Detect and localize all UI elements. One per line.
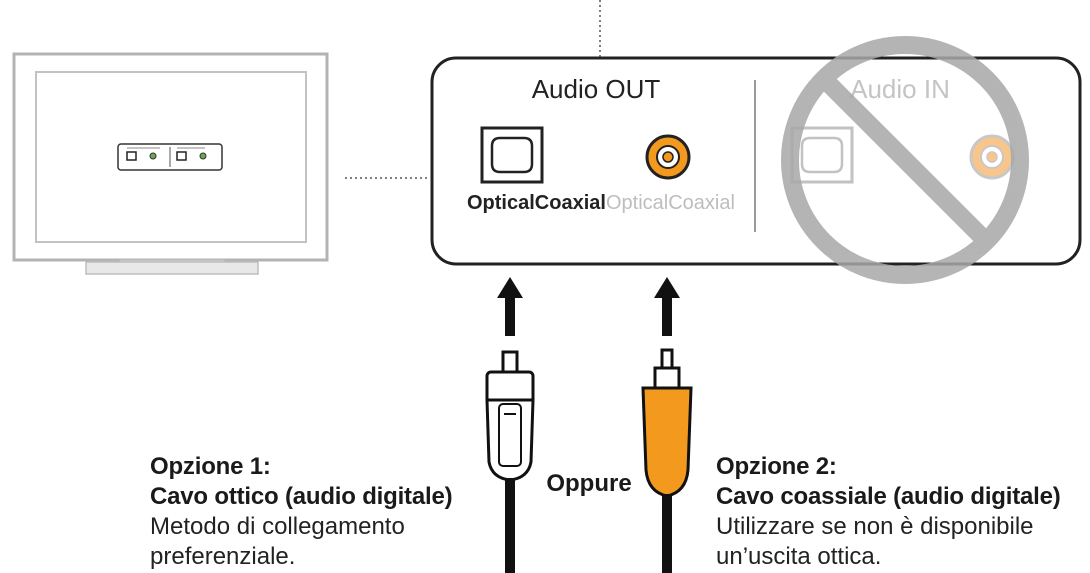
option-1-desc-line1: Metodo di collegamento [150,513,405,540]
out-coaxial-port-label: Coaxial [535,192,606,214]
audio-in-label: Audio IN [850,74,950,104]
coaxial-arrow-up-icon [654,277,680,336]
in-optical-port [790,126,854,184]
tv-mini-port-panel [117,143,223,171]
option-2-title: Opzione 2: [716,453,837,480]
option-2-block: Opzione 2: Cavo coassiale (audio digital… [716,452,1061,572]
option-1-title: Opzione 1: [150,453,271,480]
coaxial-cable-plug [641,348,693,573]
svg-text:OpticalCoaxialOpticalCoaxial: OpticalCoaxialOpticalCoaxial [467,192,735,214]
tv-illustration [12,52,329,275]
in-coaxial-port-label: Coaxial [668,192,735,214]
out-optical-port [480,126,544,184]
option-2-desc-line1: Utilizzare se non è disponibile [716,513,1034,540]
option-2-desc-line2: un’uscita ottica. [716,543,882,570]
prohibited-icon [781,36,1029,284]
optical-cable-plug [485,350,535,573]
option-1-block: Opzione 1: Cavo ottico (audio digitale) … [150,452,453,572]
oppure-label: Oppure [546,470,631,497]
option-2-subtitle: Cavo coassiale (audio digitale) [716,483,1061,510]
option-1-desc-line2: preferenziale. [150,543,296,570]
out-optical-port-label: Optical [467,192,535,214]
out-coaxial-port [645,134,691,180]
in-coaxial-port [969,134,1015,180]
option-1-subtitle: Cavo ottico (audio digitale) [150,483,453,510]
in-optical-port-label: Optical [606,192,668,214]
optical-arrow-up-icon [497,277,523,336]
tv-stand-base [85,261,259,275]
audio-out-label: Audio OUT [532,74,661,104]
